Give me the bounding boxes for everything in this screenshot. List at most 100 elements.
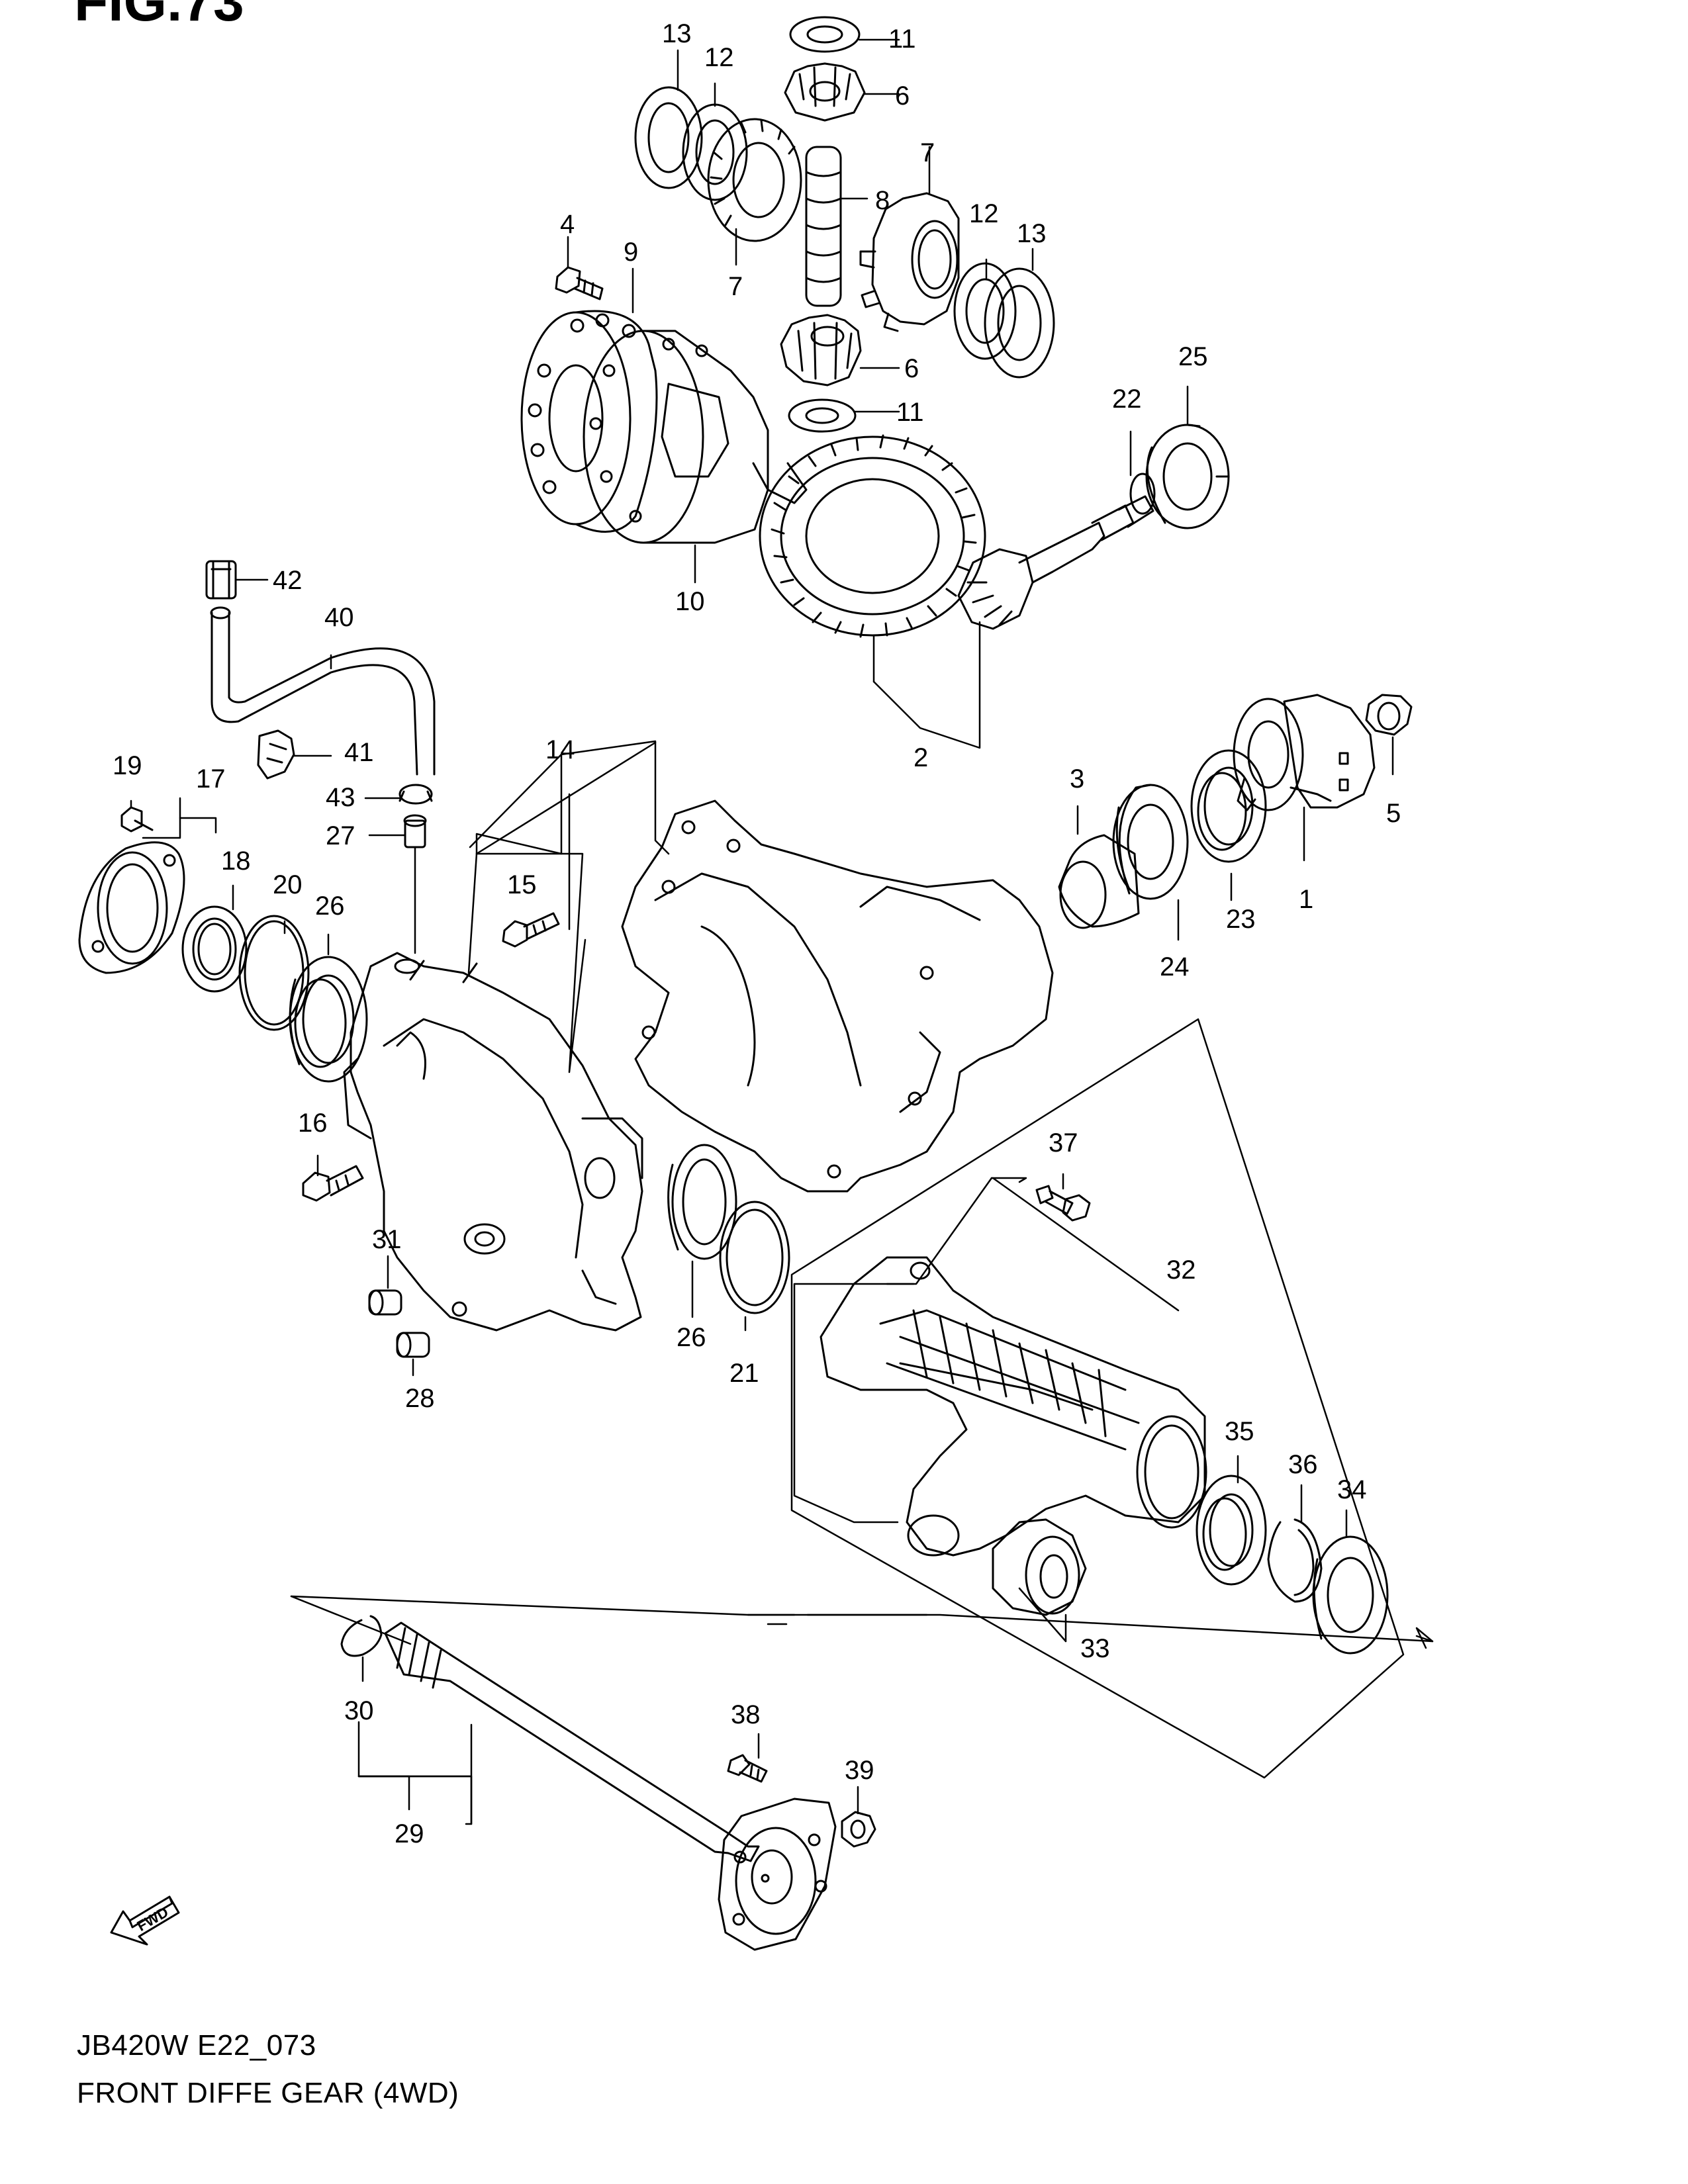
washer-11-top <box>789 16 861 53</box>
differential-case-10 <box>583 330 808 544</box>
part-label: 21 <box>729 1359 759 1388</box>
figure-title: FIG.73 <box>74 0 244 32</box>
drive-shaft-29 <box>384 1621 837 1951</box>
part-label: 28 <box>405 1384 435 1413</box>
part-label: 38 <box>731 1700 761 1729</box>
part-label: 40 <box>324 603 354 632</box>
part-label: 26 <box>315 891 345 921</box>
group-outline-shaft <box>290 1595 1434 1649</box>
drawing-code: JB420W E22_073 <box>77 2029 316 2062</box>
part-label: 13 <box>1017 219 1047 248</box>
bearing-26-right <box>667 1144 737 1260</box>
extension-housing-32 <box>820 1256 1207 1557</box>
plug-31 <box>368 1289 402 1316</box>
snap-ring-21 <box>719 1201 790 1314</box>
circlip-30 <box>340 1615 383 1657</box>
bushing-33 <box>992 1518 1087 1616</box>
part-label: 29 <box>395 1819 424 1848</box>
part-label: 31 <box>372 1225 402 1254</box>
part-label: 25 <box>1178 342 1208 371</box>
breather-cap-42 <box>205 560 237 600</box>
side-gear-7-left <box>707 118 802 242</box>
breather-union-27 <box>403 814 427 848</box>
part-label: 5 <box>1386 799 1401 828</box>
part-label: 37 <box>1049 1128 1078 1158</box>
part-label: 26 <box>677 1323 706 1352</box>
part-label: 13 <box>662 19 692 48</box>
breather-hose-40 <box>210 606 436 776</box>
nut-39 <box>841 1811 876 1848</box>
part-label: 3 <box>1070 764 1084 794</box>
part-label: 16 <box>298 1109 328 1138</box>
washer-11-bottom <box>788 398 857 433</box>
part-label: 35 <box>1225 1417 1254 1446</box>
snap-ring-20 <box>238 915 310 1031</box>
part-label: 7 <box>920 138 935 167</box>
shim-12-right <box>953 262 1017 360</box>
part-label: 9 <box>624 238 638 267</box>
part-label: 22 <box>1112 385 1142 414</box>
part-label: 34 <box>1337 1475 1367 1504</box>
part-label: 17 <box>196 764 226 794</box>
pinion-gear-6-top <box>784 62 866 122</box>
part-label: 36 <box>1288 1450 1318 1479</box>
part-label: 39 <box>845 1756 874 1785</box>
bolt-37 <box>1035 1185 1091 1222</box>
part-label: 6 <box>904 354 919 383</box>
part-label: 11 <box>896 398 924 427</box>
bearing-23 <box>1190 749 1267 863</box>
part-label: 12 <box>969 199 999 228</box>
pinion-gear-6-bottom <box>780 314 862 387</box>
thrust-washer-13-left <box>634 86 703 189</box>
bolt-38 <box>727 1754 768 1783</box>
snap-ring-36 <box>1267 1518 1323 1603</box>
part-label: 24 <box>1160 952 1190 981</box>
bearing-25 <box>1145 424 1230 529</box>
part-label: 19 <box>113 751 142 780</box>
thrust-washer-13-right <box>984 267 1055 379</box>
part-label: 30 <box>344 1696 374 1725</box>
part-label: 11 <box>888 24 916 54</box>
part-label: 12 <box>704 43 734 72</box>
differential-case-9 <box>520 310 658 533</box>
part-labels: 13 12 11 6 7 8 7 12 13 6 11 4 9 10 2 22 … <box>113 19 1401 1934</box>
bolt-16 <box>302 1165 364 1202</box>
part-label: 1 <box>1299 885 1313 914</box>
differential-housing-left <box>343 952 643 1332</box>
part-label: 27 <box>326 821 355 850</box>
bearing-35 <box>1196 1475 1267 1586</box>
spacer-3 <box>1058 834 1140 929</box>
part-label: 6 <box>895 81 910 111</box>
part-label: 4 <box>560 210 575 239</box>
part-label: 8 <box>875 186 890 215</box>
fwd-arrow-icon <box>110 1895 180 1946</box>
ring-gear-2 <box>759 434 986 638</box>
group-outline-32 <box>790 1018 1405 1779</box>
bolt-4 <box>555 266 604 300</box>
drawing-title: FRONT DIFFE GEAR (4WD) <box>77 2077 459 2109</box>
bolt-19 <box>120 806 154 833</box>
part-label: 2 <box>914 743 928 772</box>
pinion-shaft-8 <box>805 146 842 307</box>
part-label: 33 <box>1080 1634 1110 1663</box>
oil-seal-18 <box>181 905 248 993</box>
flange-17 <box>78 841 185 974</box>
group-outline-14 <box>475 741 657 855</box>
hose-clamp-43 <box>399 784 433 805</box>
nut-5 <box>1365 694 1413 736</box>
part-label: 18 <box>221 846 251 876</box>
part-label: 15 <box>507 870 537 899</box>
differential-housing-right <box>621 799 1054 1193</box>
bearing-24 <box>1112 784 1189 900</box>
part-label: 20 <box>273 870 303 899</box>
bolt-15 <box>502 912 560 948</box>
flange-1 <box>1233 694 1376 811</box>
side-gear-7-right <box>859 192 960 332</box>
plug-28 <box>396 1332 430 1358</box>
spacer-22 <box>1129 473 1156 515</box>
part-label: 41 <box>344 738 374 767</box>
part-label: 43 <box>326 783 355 812</box>
drive-pinion <box>957 495 1154 630</box>
part-label: 23 <box>1226 905 1256 934</box>
